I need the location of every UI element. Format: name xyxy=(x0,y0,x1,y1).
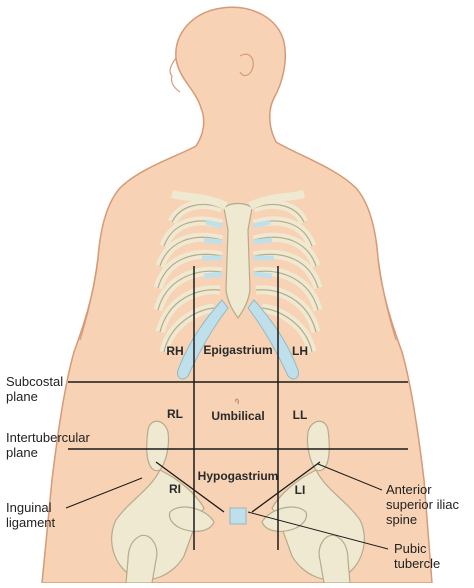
inguinal-ligament-left xyxy=(251,461,321,513)
inguinal-line1: Inguinal xyxy=(6,500,52,515)
leader-pubic xyxy=(247,511,389,550)
region-rl: RL xyxy=(167,407,183,421)
intertubercular-line2: plane xyxy=(6,445,38,460)
leader-inguinal xyxy=(65,477,143,509)
navel xyxy=(235,398,240,405)
costal-cartilage-left xyxy=(247,299,299,380)
region-hypogastrium: Hypogastrium xyxy=(197,469,279,483)
cartilage-right-upper xyxy=(202,219,223,279)
leader-asis xyxy=(317,463,383,491)
label-pubic-tubercle: Pubic tubercle xyxy=(394,541,440,571)
asis-line3: spine xyxy=(386,512,418,527)
region-epigastrium: Epigastrium xyxy=(203,343,273,357)
label-anterior-superior-iliac-spine: Anterior superior iliac spine xyxy=(386,482,459,527)
region-li: LI xyxy=(294,483,306,497)
inguinal-ligament-right xyxy=(155,461,225,513)
region-ri: RI xyxy=(169,482,181,496)
region-umbilical: Umbilical xyxy=(211,409,265,423)
right-arm-edge xyxy=(377,257,397,341)
clavicle-left xyxy=(248,190,306,210)
label-inguinal-ligament: Inguinal ligament xyxy=(6,500,55,530)
rib-cage xyxy=(153,200,323,354)
asis-line1: Anterior xyxy=(386,482,432,497)
sternum xyxy=(223,202,253,320)
ear xyxy=(239,53,254,77)
subcostal-line1: Subcostal xyxy=(6,374,64,389)
subcostal-line2: plane xyxy=(6,389,38,404)
region-ll: LL xyxy=(292,408,308,422)
clavicle-right xyxy=(170,190,228,210)
inguinal-line2: ligament xyxy=(6,515,56,530)
pubic-symphysis xyxy=(229,507,247,525)
costal-cartilage-right xyxy=(177,299,229,380)
cartilage-left-upper xyxy=(253,219,274,279)
asis-line2: superior iliac xyxy=(386,497,459,512)
region-rh: RH xyxy=(166,344,184,358)
label-intertubercular-plane: Intertubercular plane xyxy=(6,430,90,460)
left-arm-edge xyxy=(79,257,99,341)
pubic-line1: Pubic xyxy=(394,541,427,556)
pubic-line2: tubercle xyxy=(394,556,441,571)
region-lh: LH xyxy=(292,344,308,358)
face-profile xyxy=(169,57,181,93)
intertubercular-line1: Intertubercular xyxy=(6,430,90,445)
label-subcostal-plane: Subcostal plane xyxy=(6,374,63,404)
